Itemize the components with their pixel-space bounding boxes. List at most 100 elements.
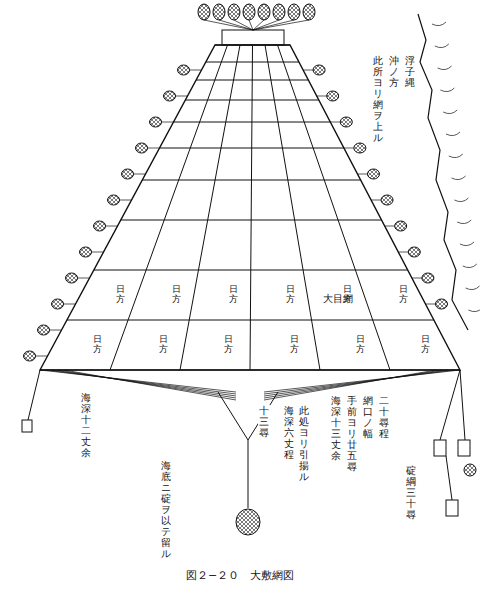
coast-hatch: [452, 176, 466, 180]
note-text: 海底ニ碇ヲ以テ留ル: [160, 460, 172, 559]
fan-rope: [253, 20, 309, 30]
float-net: [258, 4, 270, 20]
fan-rope: [253, 20, 279, 30]
float-stem: [330, 122, 340, 123]
note-text: 十三尋: [258, 405, 270, 438]
mesh-label: 日方: [92, 335, 103, 355]
float-net: [327, 91, 339, 101]
rope-line: [460, 370, 465, 440]
coast-hatch: [435, 44, 449, 48]
note-text: 海深六丈程: [283, 405, 295, 460]
float-net: [52, 299, 64, 309]
float-stem: [398, 252, 408, 253]
mesh-label: 日方: [115, 285, 126, 305]
net-column-line: [180, 45, 240, 370]
coast-hatch: [460, 242, 474, 246]
fan-rope: [234, 20, 253, 30]
float-net: [422, 273, 434, 283]
float-net: [340, 117, 352, 127]
rope-line: [264, 370, 454, 394]
weight-net: [236, 509, 260, 535]
coast-hatch: [466, 286, 480, 290]
float-net: [303, 4, 315, 20]
float-stem: [344, 148, 354, 149]
barrel: [22, 420, 32, 432]
note-text: 二十尋程: [378, 395, 390, 439]
barrel: [458, 440, 470, 456]
fan-rope: [253, 20, 294, 30]
mesh-label: 日方: [228, 285, 239, 305]
mesh-label: 日方: [289, 335, 300, 355]
coast-hatch: [463, 264, 477, 268]
rope-line: [46, 370, 236, 394]
coast-hatch: [432, 22, 446, 26]
rope-line: [440, 370, 460, 440]
net-body: [40, 45, 460, 370]
net-neck: [222, 30, 284, 45]
mesh-label: 日方: [342, 285, 353, 305]
float-stem: [357, 174, 367, 175]
float-net: [122, 169, 134, 179]
mesh-label: 日方: [285, 285, 296, 305]
float-net: [80, 247, 92, 257]
coast-hatch: [438, 66, 452, 70]
net-column-line: [278, 45, 391, 370]
barrel: [446, 500, 458, 516]
float-stem: [385, 226, 395, 227]
coast-hatch: [443, 110, 457, 114]
note-text: 碇綱三十尋: [405, 465, 417, 520]
net-column-line: [265, 45, 320, 370]
float-stem: [412, 278, 422, 279]
float-stem: [106, 226, 118, 227]
barrel: [434, 440, 446, 456]
rope-line: [28, 370, 40, 420]
coast-hatch: [468, 308, 480, 312]
float-net: [273, 4, 285, 20]
float-net: [288, 4, 300, 20]
float-net: [313, 65, 325, 75]
float-net: [381, 195, 393, 205]
float-stem: [371, 200, 381, 201]
float-stem: [50, 330, 62, 331]
fan-rope: [249, 20, 253, 30]
float-stem: [176, 96, 188, 97]
note-text: 網口ノ幅: [362, 395, 374, 439]
note-text: 浮子縄: [404, 55, 416, 88]
float-net: [395, 221, 407, 231]
float-net: [243, 4, 255, 20]
coast-hatch: [440, 88, 454, 92]
note-text: 海深十三丈余: [330, 395, 342, 461]
rope-line: [248, 440, 249, 508]
mesh-label: 日方: [398, 285, 409, 305]
float-stem: [425, 304, 435, 305]
fan-rope: [219, 20, 253, 30]
float-net: [408, 247, 420, 257]
coast-hatch: [457, 220, 471, 224]
mesh-label: 日方: [158, 335, 169, 355]
float-stem: [64, 304, 76, 305]
note-text: 海深十二丈余: [80, 392, 92, 458]
float-stem: [190, 70, 202, 71]
float-net: [24, 351, 36, 361]
float-stem: [317, 96, 327, 97]
note-text: 沖ノ方: [388, 55, 400, 88]
float-net: [464, 464, 476, 476]
rope-line: [264, 370, 448, 396]
float-net: [213, 4, 225, 20]
float-net: [367, 169, 379, 179]
net-column-line: [250, 45, 253, 370]
float-stem: [148, 148, 160, 149]
coast-line: [418, 14, 468, 330]
float-stem: [78, 278, 90, 279]
mesh-label: 日方: [420, 335, 431, 355]
float-stem: [303, 70, 313, 71]
float-net: [38, 325, 50, 335]
rope-line: [264, 370, 442, 398]
float-stem: [36, 356, 48, 357]
float-net: [66, 273, 78, 283]
float-net: [150, 117, 162, 127]
float-net: [164, 91, 176, 101]
rope-line: [218, 392, 248, 440]
fan-rope: [204, 20, 253, 30]
figure-caption: 図２−２０ 大敷網図: [185, 568, 295, 583]
